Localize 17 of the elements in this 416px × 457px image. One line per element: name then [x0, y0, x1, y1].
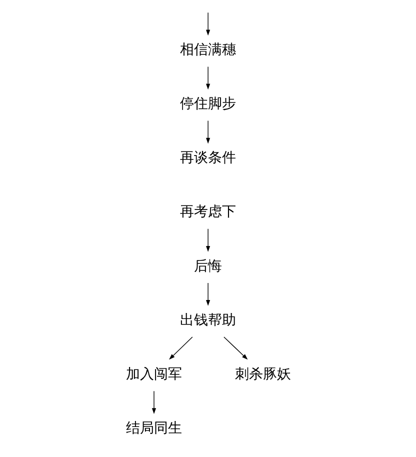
node-text: 再谈条件: [180, 150, 236, 166]
node-text: 加入闯军: [125, 366, 182, 382]
node-text: 再考虑下: [180, 204, 236, 220]
arrow: [206, 12, 210, 36]
arrow: [206, 228, 210, 252]
arrow: [223, 336, 248, 360]
arrow: [206, 282, 210, 306]
arrow: [206, 66, 210, 90]
node-text: 后悔: [194, 258, 222, 274]
node-text: 刺杀豚妖: [234, 366, 291, 382]
node-text: 结局同生: [125, 420, 182, 436]
arrow: [168, 336, 192, 360]
arrow: [151, 390, 156, 414]
node-text: 出钱帮助: [180, 312, 236, 328]
node-text: 停住脚步: [180, 96, 236, 112]
node-text: 相信满穗: [180, 42, 236, 58]
arrow: [206, 120, 210, 144]
